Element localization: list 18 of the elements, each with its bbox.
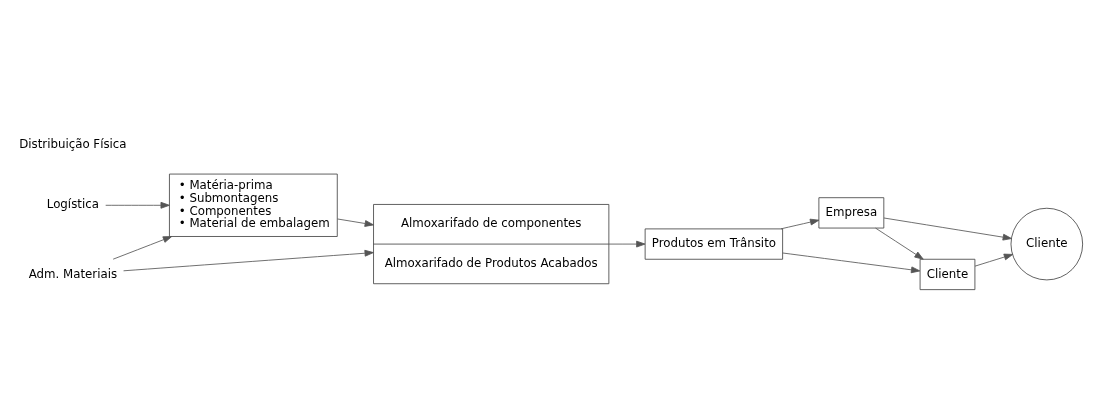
arrow <box>123 249 374 271</box>
arrow <box>112 235 173 260</box>
node-box: Cliente <box>919 258 976 290</box>
node-box: • Matéria-prima • Submontagens • Componentes • Material de embalagem <box>169 173 338 237</box>
node-box: Produtos em Trânsito <box>644 228 784 260</box>
arrow <box>337 218 374 227</box>
arrow <box>608 240 646 247</box>
arrow <box>782 252 921 273</box>
node-box: Empresa <box>818 196 885 228</box>
node-circle: Cliente <box>1010 207 1084 280</box>
arrow <box>780 218 820 229</box>
node-text: Adm. Materiais <box>28 266 118 281</box>
arrow <box>875 227 924 260</box>
arrow <box>883 217 1012 241</box>
arrow <box>974 253 1014 267</box>
node-text: Logística <box>46 196 99 211</box>
arrow <box>105 201 170 209</box>
label: Distribuição Física <box>19 136 127 151</box>
